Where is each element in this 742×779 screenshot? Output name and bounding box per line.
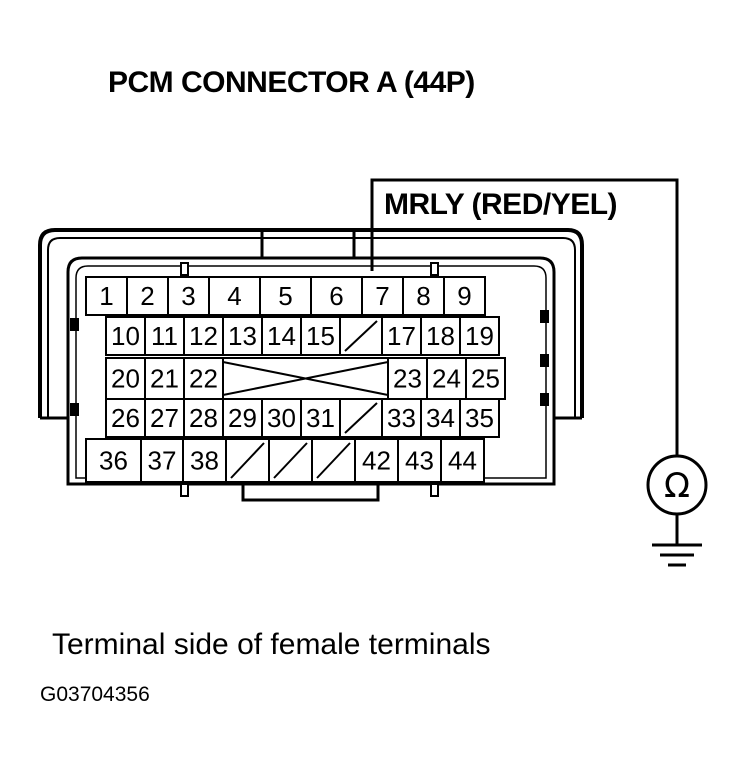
terminal-number: 34 [426, 403, 455, 433]
terminal-number: 9 [457, 281, 471, 311]
terminal-cell [443, 276, 486, 316]
terminal-cell [261, 316, 302, 356]
terminal-number: 12 [189, 321, 218, 351]
terminal-cell [459, 398, 500, 438]
terminal-cell [397, 438, 442, 483]
side-tab [540, 310, 549, 323]
connector-body [66, 256, 556, 486]
terminal-cell [144, 316, 185, 356]
terminal-cell [381, 316, 422, 356]
blocked-cavity-mark [222, 361, 389, 396]
terminal-number: 5 [278, 281, 292, 311]
terminal-cell [105, 316, 146, 356]
terminal-number: 19 [465, 321, 494, 351]
terminal-number: 38 [190, 446, 219, 476]
terminal-number: 36 [99, 446, 128, 476]
terminal-cell [222, 316, 263, 356]
terminal-number: 15 [306, 321, 335, 351]
terminal-number: 13 [228, 321, 257, 351]
figure-id: G03704356 [40, 683, 150, 706]
terminal-number: 35 [465, 403, 494, 433]
terminal-number: 27 [150, 403, 179, 433]
terminal-cell [126, 276, 169, 316]
terminal-number: 14 [267, 321, 296, 351]
probe-wire [370, 178, 679, 455]
terminal-number: 42 [362, 446, 391, 476]
terminal-cell [105, 398, 146, 438]
unused-terminal-mark [316, 442, 351, 479]
terminal-number: 21 [150, 364, 179, 394]
terminal-number: 30 [267, 403, 296, 433]
unused-terminal-mark [344, 320, 378, 352]
terminal-number: 29 [228, 403, 257, 433]
terminal-cell [465, 357, 506, 400]
bottom-key [241, 484, 380, 502]
terminal-cell [183, 398, 224, 438]
unused-terminal-mark [344, 402, 378, 434]
terminal-cell [85, 276, 128, 316]
terminal-number: 18 [426, 321, 455, 351]
terminal-cell [300, 316, 341, 356]
terminal-number: 37 [148, 446, 177, 476]
top-latch [260, 228, 356, 258]
terminal-number: 28 [189, 403, 218, 433]
caption: Terminal side of female terminals [52, 628, 491, 661]
terminal-number: 1 [99, 281, 113, 311]
side-tab [70, 403, 79, 416]
terminal-cell [140, 438, 184, 483]
terminal-number: 8 [416, 281, 430, 311]
ohm-icon: Ω [664, 466, 690, 506]
terminal-number: 6 [329, 281, 343, 311]
terminal-cell [361, 276, 404, 316]
terminal-cell [300, 398, 341, 438]
connector-outer-shell-inner [47, 237, 576, 418]
terminal-number: 31 [306, 403, 335, 433]
connector-body-inner [75, 265, 547, 479]
terminal-number: 20 [111, 364, 140, 394]
terminal-cell [259, 276, 312, 316]
top-post-right [430, 262, 439, 276]
terminal-number: 26 [111, 403, 140, 433]
terminal-number: 3 [181, 281, 195, 311]
terminal-cell [208, 276, 261, 316]
side-tab [540, 354, 549, 367]
top-post-left [180, 262, 189, 276]
side-tab [540, 393, 549, 406]
terminal-cell [420, 316, 461, 356]
terminal-number: 22 [189, 364, 218, 394]
bottom-post-right [430, 483, 439, 497]
terminal-number: 4 [227, 281, 241, 311]
unused-terminal-mark [230, 442, 265, 479]
terminal-number: 7 [375, 281, 389, 311]
terminal-number: 33 [387, 403, 416, 433]
terminal-number: 44 [448, 446, 477, 476]
terminal-cell [105, 357, 146, 400]
terminal-cell [440, 438, 485, 483]
terminal-number: 25 [471, 364, 500, 394]
terminal-number: 17 [387, 321, 416, 351]
terminal-number: 23 [393, 364, 422, 394]
terminal-number: 11 [151, 321, 178, 351]
terminal-cell [222, 398, 263, 438]
connector-title: PCM CONNECTOR A (44P) [108, 66, 475, 99]
terminal-number: 24 [432, 364, 461, 394]
terminal-number: 2 [140, 281, 154, 311]
terminal-number: 43 [405, 446, 434, 476]
terminal-cell [459, 316, 500, 356]
terminal-cell [381, 398, 422, 438]
terminal-cell [144, 398, 185, 438]
side-tab [70, 318, 79, 331]
terminal-cell [387, 357, 428, 400]
terminal-number: 10 [111, 321, 140, 351]
unused-terminal-mark [273, 442, 308, 479]
bottom-post-left [180, 483, 189, 497]
wire-label: MRLY (RED/YEL) [384, 188, 618, 221]
